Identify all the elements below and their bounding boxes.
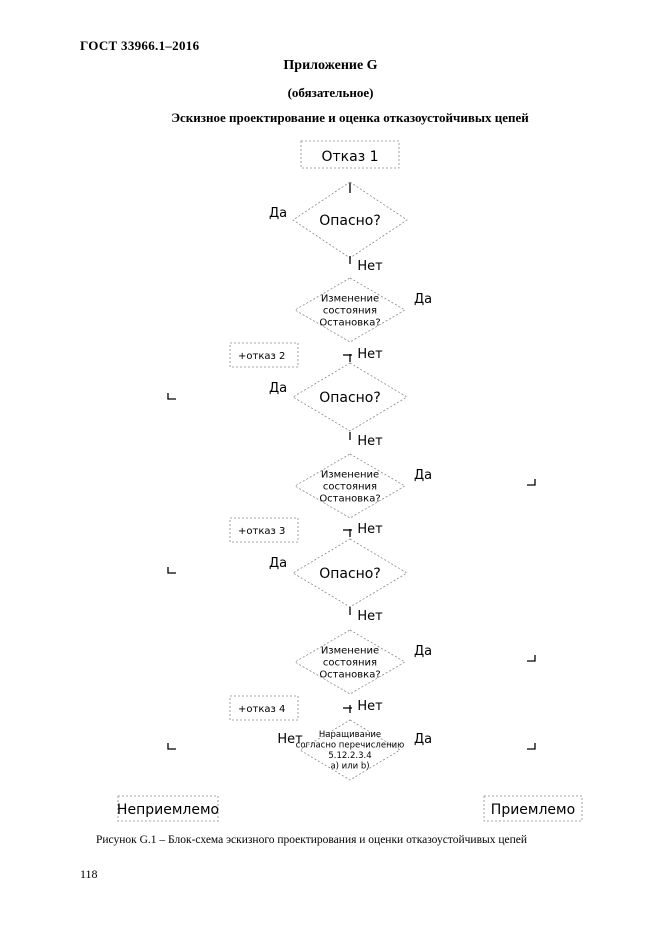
decision-d7-text: 5.12.2.3.4 (328, 751, 371, 761)
decision-d4 (294, 453, 406, 519)
appendix-status: (обязательное) (287, 85, 374, 100)
decision-d6-yes: Да (414, 644, 432, 659)
failure-label-d2: +отказ 2 (238, 351, 285, 362)
figure-caption: Рисунок G.1 – Блок-схема эскизного проек… (96, 834, 528, 846)
decision-d7-text: a) или b) (330, 762, 369, 772)
decision-d3-text: Опасно? (319, 390, 381, 406)
document-code: ГОСТ 33966.1–2016 (80, 38, 200, 53)
decision-d1-no: Нет (357, 259, 383, 274)
decision-d1-yes: Да (269, 206, 287, 221)
decision-d5-text: Опасно? (319, 566, 381, 582)
corner-right-3 (527, 743, 536, 750)
failure-label-d6: +отказ 4 (238, 704, 285, 715)
decision-d2-text: Изменение (321, 294, 379, 305)
failure-box-d2 (229, 342, 299, 368)
decision-d7-text: согласно перечислению (296, 741, 405, 751)
decision-d6-no: Нет (357, 699, 383, 714)
outcome-reject-box (117, 795, 219, 822)
decision-d4-text: состояния (323, 482, 377, 493)
decision-d3-yes: Да (269, 381, 287, 396)
decision-d4-text: Изменение (321, 470, 379, 481)
decision-d3-no: Нет (357, 434, 383, 449)
decision-d2 (294, 277, 406, 343)
failure-label-d4: +отказ 3 (238, 526, 285, 537)
decision-d2-no: Нет (357, 347, 383, 362)
decision-d6-text: состояния (323, 658, 377, 669)
corner-left-2 (167, 567, 176, 574)
decision-d6-text: Остановка? (319, 670, 380, 681)
flowchart-texts: Отказ 1Опасно?ДаНетИзменениесостоянияОст… (117, 149, 575, 818)
failure-box-d6 (229, 695, 299, 721)
outcome-reject-label: Неприемлемо (117, 802, 219, 818)
decision-d6-text: Изменение (321, 646, 379, 657)
decision-d5-yes: Да (269, 556, 287, 571)
corner-left-3 (167, 743, 176, 750)
decision-d5-no: Нет (357, 609, 383, 624)
decision-d2-text: состояния (323, 306, 377, 317)
decision-d2-yes: Да (414, 292, 432, 307)
start-label: Отказ 1 (321, 149, 378, 165)
decision-d2-text: Остановка? (319, 318, 380, 329)
appendix-title: Приложение G (283, 58, 378, 73)
corner-right-1 (527, 479, 536, 486)
appendix-heading: Эскизное проектирование и оценка отказоу… (171, 110, 529, 125)
decision-d4-text: Остановка? (319, 494, 380, 505)
decision-d7-text: Наращивание (319, 730, 381, 740)
failure-box-d4 (229, 517, 299, 543)
page-number: 118 (80, 867, 98, 881)
decision-d7-yes: Да (414, 732, 432, 747)
decision-d4-no: Нет (357, 522, 383, 537)
flowchart-arrows (167, 183, 536, 750)
decision-d7-no: Нет (277, 732, 303, 747)
outcome-accept-box (483, 795, 583, 822)
outcome-accept-label: Приемлемо (491, 802, 575, 818)
decision-d3 (292, 362, 408, 432)
decision-d4-yes: Да (414, 468, 432, 483)
corner-right-2 (527, 655, 536, 662)
start-box (300, 140, 400, 169)
decision-d1-text: Опасно? (319, 213, 381, 229)
corner-left-1 (167, 393, 176, 400)
decision-d7 (299, 719, 401, 781)
decision-d6 (294, 629, 406, 695)
